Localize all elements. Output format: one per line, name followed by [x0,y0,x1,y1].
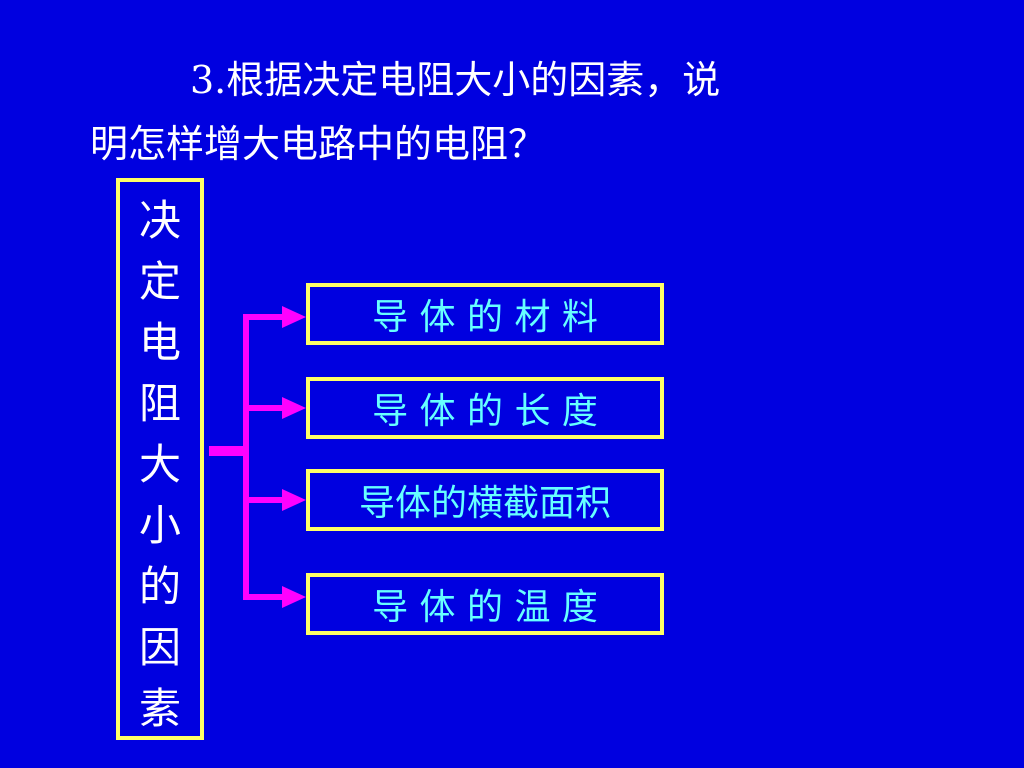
factor-char: 的 [138,562,181,611]
factor-char: 定 [138,257,181,306]
factor-char: 决 [138,196,181,245]
factor-char: 大 [138,440,181,489]
arrow-head-icon [282,306,306,328]
factor-char: 因 [138,623,181,672]
arrow-head-icon [282,586,306,608]
question-title-line-1: 3.根据决定电阻大小的因素，说 [190,58,721,102]
factor-item-length: 导 体 的 长 度 [306,377,664,439]
factor-item-material: 导 体 的 材 料 [306,283,664,345]
factor-char: 电 [138,318,181,367]
question-title-line-2: 明怎样增大电路中的电阻？ [90,122,547,166]
arrow-head-icon [282,489,306,511]
factor-item-cross-section: 导体的横截面积 [306,469,664,531]
factor-char: 素 [138,684,181,733]
factor-item-temperature: 导 体 的 温 度 [306,573,664,635]
factor-char: 小 [138,501,181,550]
factor-char: 阻 [138,379,181,428]
factors-box: 决 定 电 阻 大 小 的 因 素 [116,178,204,740]
arrow-head-icon [282,397,306,419]
